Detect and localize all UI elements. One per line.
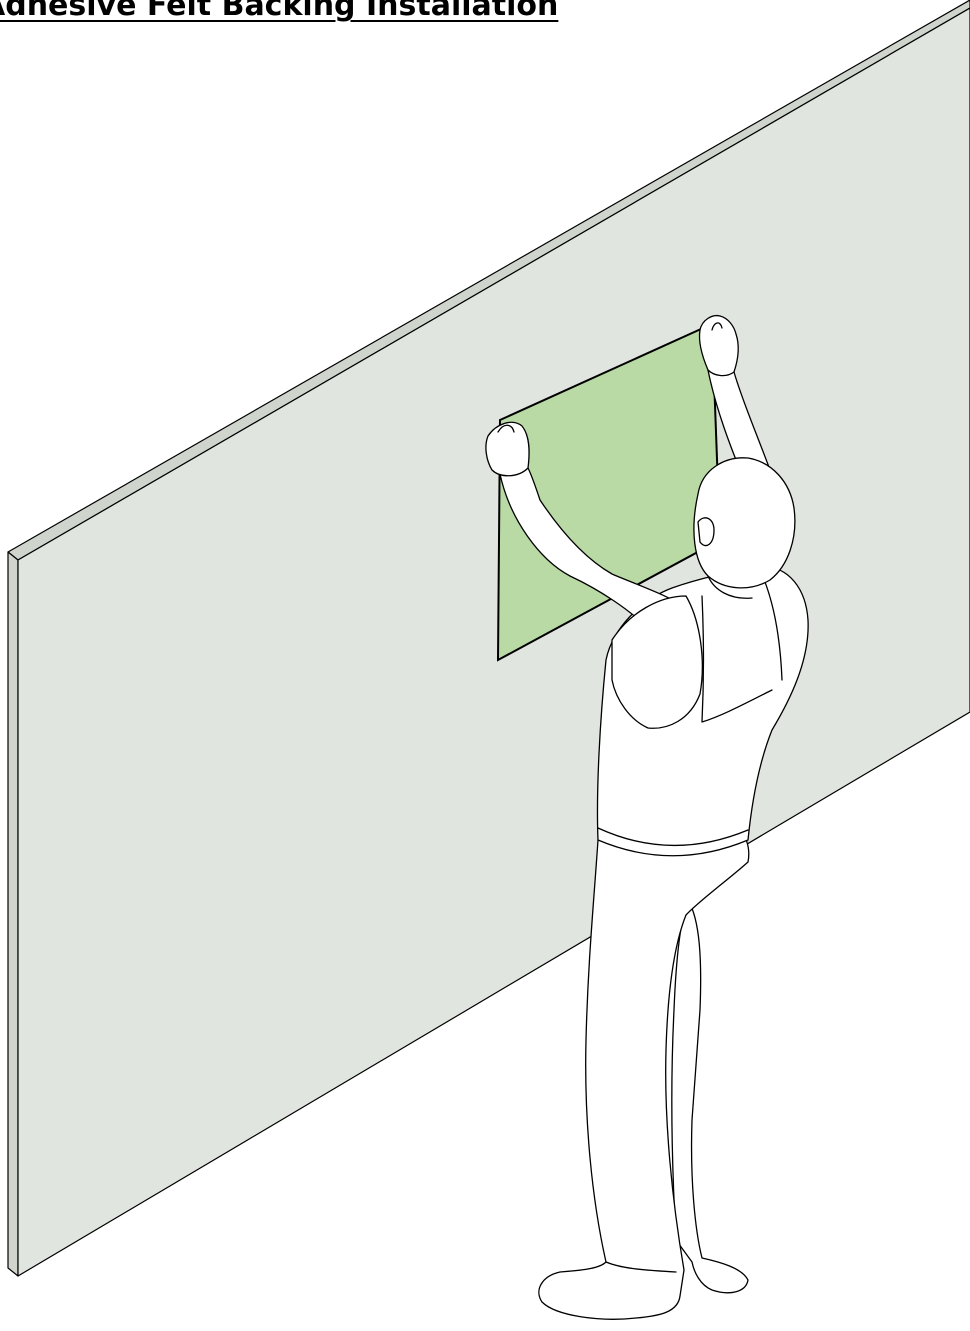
wall-side-edge (8, 552, 18, 1276)
wall-face (18, 8, 970, 1276)
worker-ear (698, 518, 714, 546)
wall-panel (8, 0, 970, 1276)
worker-back-leg (672, 900, 748, 1293)
worker-left-hand (486, 422, 529, 475)
